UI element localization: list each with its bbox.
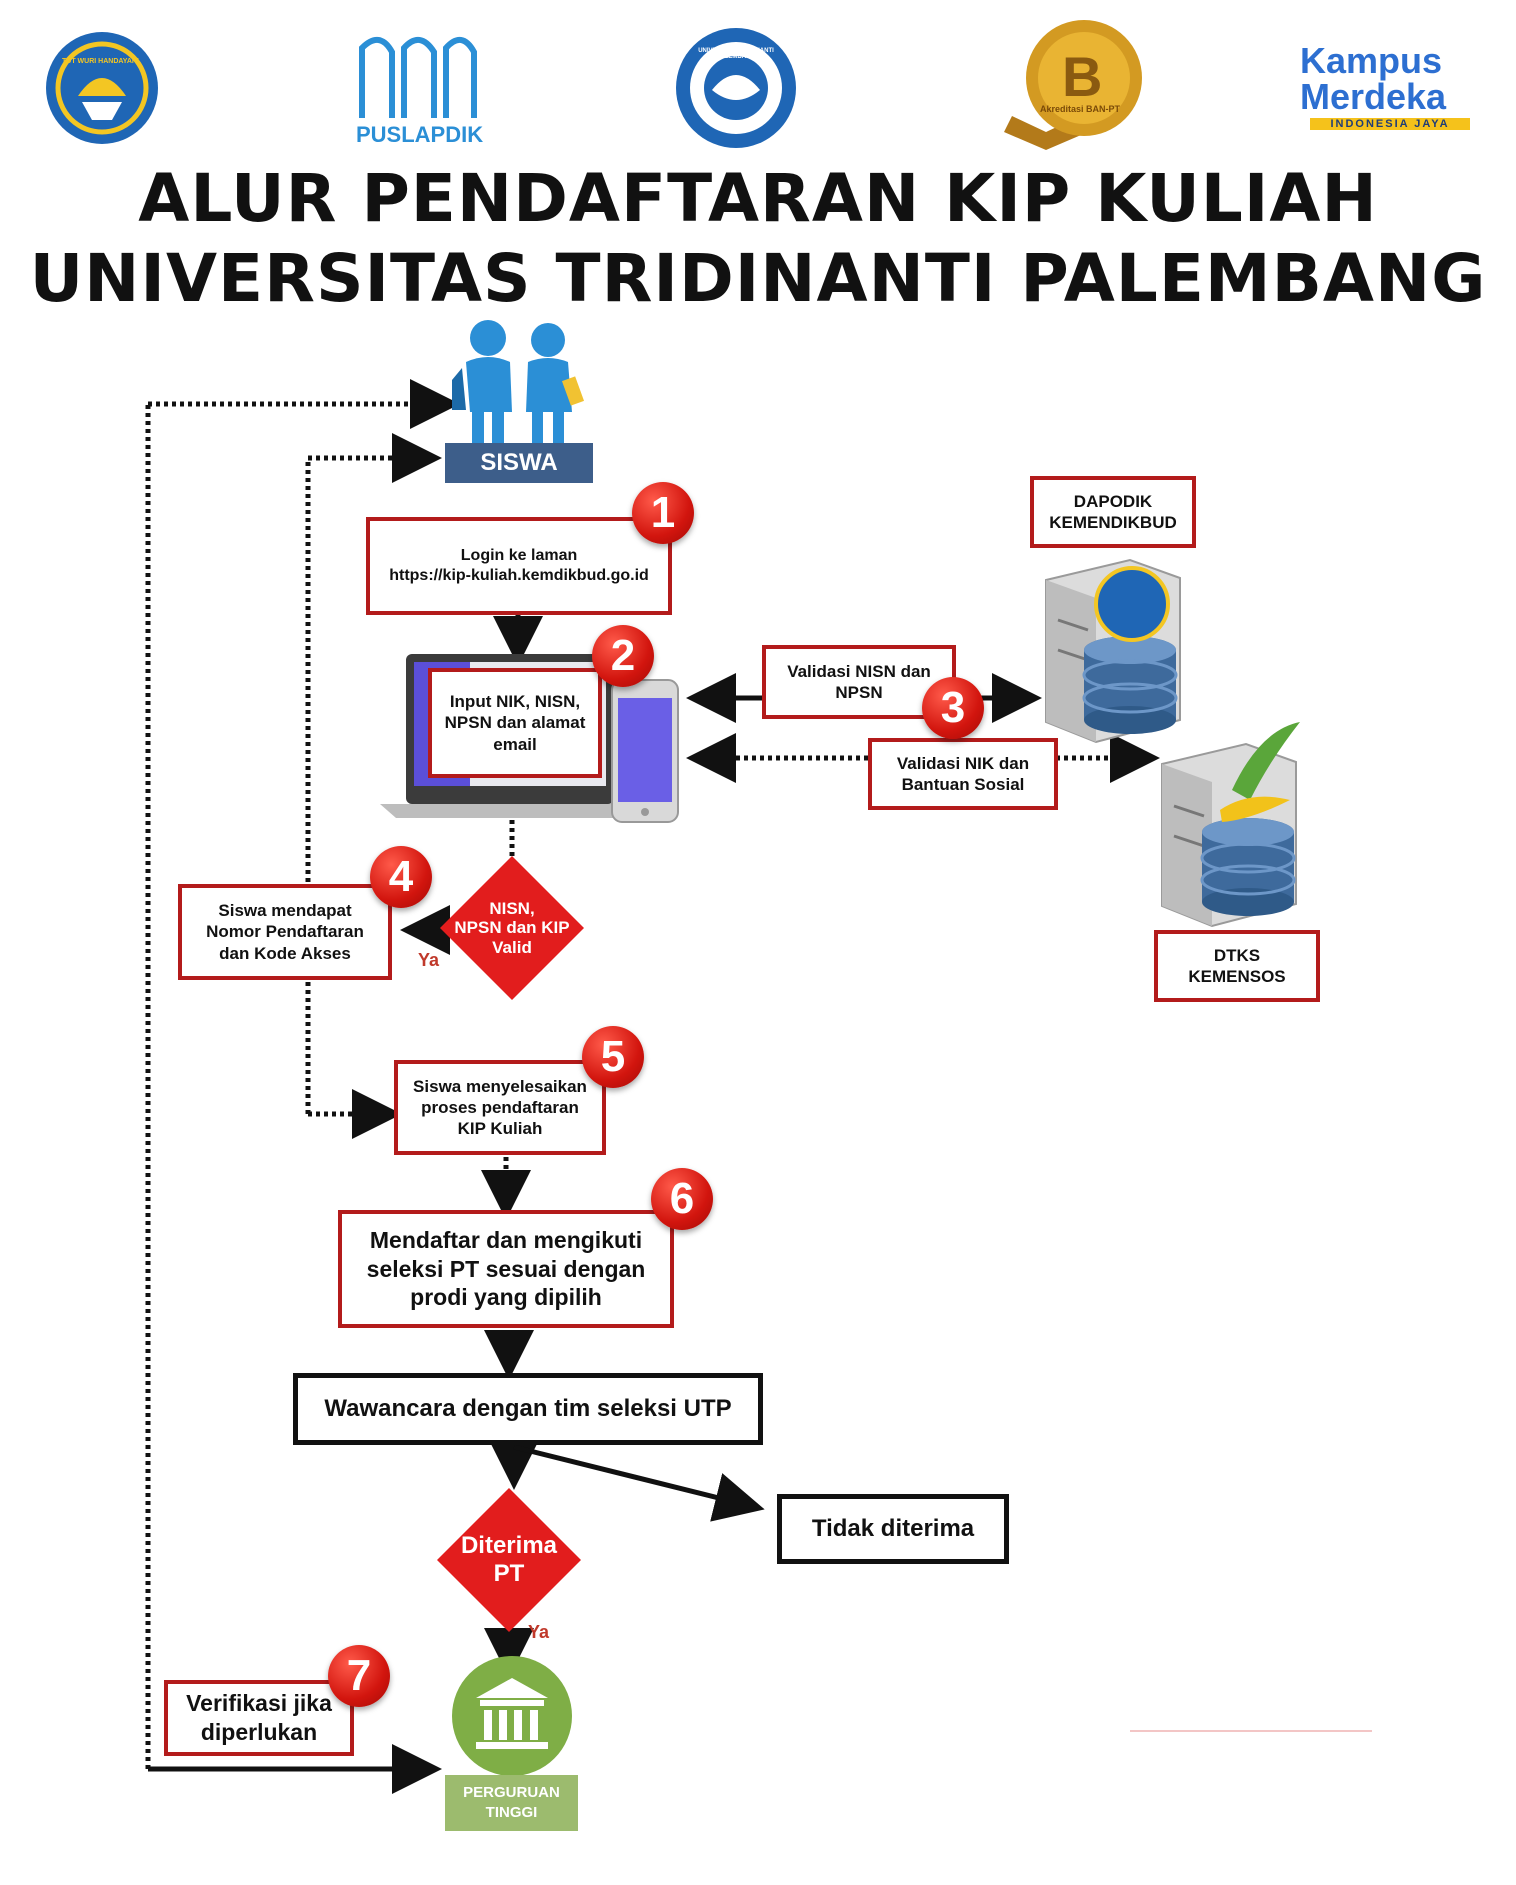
step2-input-box: Input NIK, NISN, NPSN dan alamat email bbox=[428, 668, 602, 778]
puslapdik-logo-icon bbox=[359, 37, 477, 118]
perguruan-tinggi-label: PERGURUAN TINGGI bbox=[445, 1775, 578, 1831]
step7-badge: 7 bbox=[328, 1645, 390, 1707]
decision-diterima-text: Diterima PT bbox=[460, 1532, 558, 1587]
kemdikbud-logo-icon bbox=[46, 32, 158, 144]
accreditation-letter: B bbox=[1062, 45, 1103, 108]
wawancara-box: Wawancara dengan tim seleksi UTP bbox=[293, 1373, 763, 1445]
accreditation-caption: Akreditasi BAN-PT bbox=[1040, 104, 1121, 114]
validasi-nisn-box: Validasi NISN dan NPSN bbox=[762, 645, 956, 719]
step6-seleksi-box: Mendaftar dan mengikuti seleksi PT sesua… bbox=[338, 1210, 674, 1328]
page-title-line2: UNIVERSITAS TRIDINANTI PALEMBANG bbox=[29, 240, 1487, 317]
step6-badge: 6 bbox=[651, 1168, 713, 1230]
kemdikbud-motto: TUT WURI HANDAYANI bbox=[62, 58, 139, 65]
decision-nisn-valid-text: NISN, NPSN dan KIP Valid bbox=[454, 898, 570, 957]
step4-badge: 4 bbox=[370, 846, 432, 908]
step7-verifikasi-box: Verifikasi jika diperlukan bbox=[164, 1680, 354, 1756]
decision-nisn-valid-shape bbox=[440, 856, 584, 1000]
kampus-merdeka-tagline: INDONESIA JAYA bbox=[1310, 118, 1470, 130]
accreditation-b-badge-icon bbox=[1004, 20, 1142, 150]
tidak-diterima-box: Tidak diterima bbox=[777, 1494, 1009, 1564]
decision-diterima-shape bbox=[437, 1488, 581, 1632]
dtks-label: DTKS KEMENSOS bbox=[1154, 930, 1320, 1002]
step5-badge: 5 bbox=[582, 1026, 644, 1088]
step1-login-box: Login ke laman https://kip-kuliah.kemdik… bbox=[366, 517, 672, 615]
step5-menyelesaikan-box: Siswa menyelesaikan proses pendaftaran K… bbox=[394, 1060, 606, 1155]
university-building-icon bbox=[452, 1656, 572, 1776]
students-icon bbox=[452, 320, 585, 444]
outer-feedback-connector bbox=[145, 379, 460, 1794]
siswa-label: SISWA bbox=[445, 443, 593, 483]
step1-badge: 1 bbox=[632, 482, 694, 544]
step4-nomor-pendaftaran-box: Siswa mendapat Nomor Pendaftaran dan Kod… bbox=[178, 884, 392, 980]
main-flow-arrows bbox=[400, 614, 765, 1678]
step3-badge: 3 bbox=[922, 677, 984, 739]
page-title-line1: ALUR PENDAFTARAN KIP KULIAH bbox=[138, 160, 1378, 237]
dapodik-label: DAPODIK KEMENDIKBUD bbox=[1030, 476, 1196, 548]
step2-badge: 2 bbox=[592, 625, 654, 687]
tridinanti-seal-icon bbox=[676, 28, 796, 148]
kampus-merdeka-line2: Merdeka bbox=[1300, 76, 1447, 117]
dapodik-server-icon bbox=[1045, 558, 1181, 744]
inner-feedback-connector bbox=[305, 433, 442, 1139]
puslapdik-logo-text: PUSLAPDIK bbox=[356, 122, 484, 147]
tridinanti-seal-text: UNIVERSITAS TRIDINANTI PALEMBANG bbox=[698, 48, 774, 60]
decision1-yes-label: Ya bbox=[418, 950, 440, 970]
kampus-merdeka-line1: Kampus bbox=[1300, 40, 1443, 81]
dtks-server-icon bbox=[1161, 722, 1300, 928]
validasi-nik-box: Validasi NIK dan Bantuan Sosial bbox=[868, 738, 1058, 810]
decision2-yes-label: Ya bbox=[528, 1622, 550, 1642]
